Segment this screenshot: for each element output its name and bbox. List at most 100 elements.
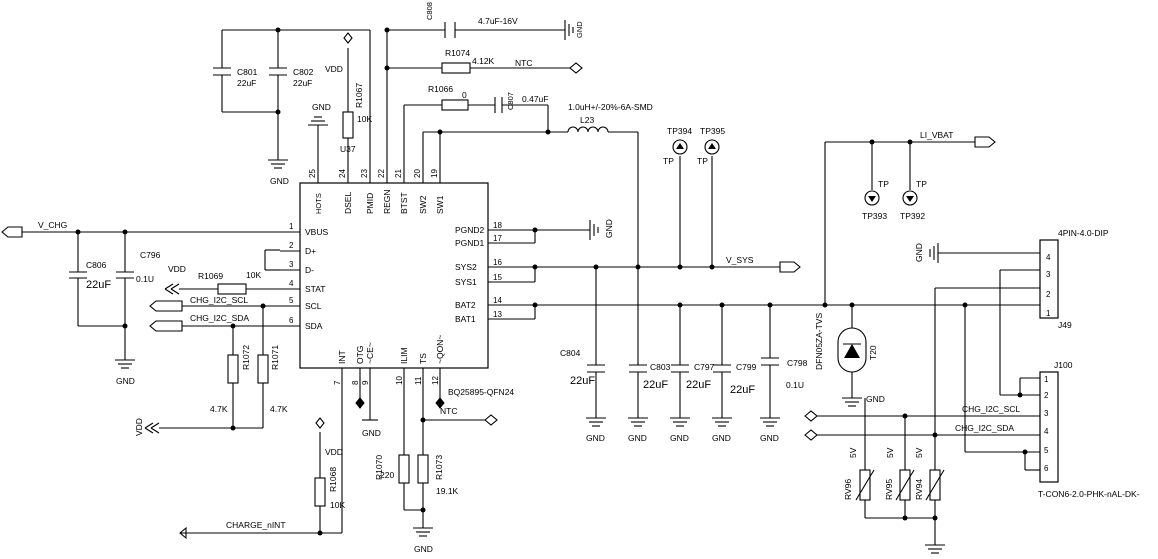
connector-j100: J100 T-CON6-2.0-PHK-nAL-DK- 1 2 3 4 5 6 … (804, 305, 1140, 554)
j49-pin-1: 1 (1046, 309, 1051, 318)
ic-pins: 1VBUS2D+3D-4STAT5SCL6SDA18PGND217PGND116… (280, 160, 510, 385)
ic-right-pin-name: PGND1 (455, 238, 485, 248)
c801-ref: C801 (237, 67, 258, 77)
chg-sda-label-left: CHG_I2C_SDA (190, 313, 249, 323)
left-network: V_CHG C806 22uF C796 0.1U GND VDD R1069 (1, 220, 288, 436)
ic-bottom-pin-number: 10 (395, 376, 404, 385)
r1066-value: 0 (462, 90, 467, 100)
ic-top-pin-number: 20 (413, 169, 422, 178)
ic-top-pin-number: 23 (360, 169, 369, 178)
ic-top-pin-name: HOTS (314, 193, 323, 214)
ic-left-pin-number: 3 (289, 260, 294, 269)
r1070-ref: R1070 (374, 455, 384, 480)
ic-top-pin-name: BTST (399, 192, 409, 214)
ic-bottom-pin-name: ILIM (399, 347, 409, 364)
j49-type: 4PIN-4.0-DIP (1058, 228, 1109, 238)
j100-type: T-CON6-2.0-PHK-nAL-DK- (1038, 489, 1140, 499)
ic-bottom-pin-name: ~CE~ (365, 342, 375, 364)
gnd-label-c808: GND (575, 21, 584, 38)
gnd-label-cap: GND (670, 433, 689, 443)
ic-bottom-pin-number: 11 (414, 376, 423, 385)
top-network: C808 4.7uF-16V GND R1074 4.12K NTC R1066… (384, 2, 653, 365)
c807-ref: C807 (506, 92, 515, 110)
ntc-label-top: NTC (515, 58, 532, 68)
gnd-label-tvs: GND (866, 394, 885, 404)
j100-pin-4: 4 (1044, 427, 1049, 436)
connector-j49: 4PIN-4.0-DIP J49 4 3 2 1 GND (914, 228, 1109, 435)
ic-top-pin-name: SW1 (435, 195, 445, 214)
ic-bottom-pin-number: 7 (333, 380, 342, 385)
vdd-label-r1067: VDD (325, 64, 343, 74)
c804-value: 22uF (570, 375, 595, 387)
ic-bottom-pin-name: ~QON~ (435, 335, 445, 364)
rv94-value: 5V (914, 447, 924, 458)
ic-right-pin-name: PGND2 (455, 225, 485, 235)
ic-body (299, 182, 489, 369)
pmid-caps: GND C801 22uF C802 22uF VDD R1067 10K GN… (213, 27, 372, 186)
ic-u37: U37 BQ25895-QFN24 (299, 144, 514, 397)
ic-right-pin-number: 14 (493, 296, 502, 305)
r1073-value: 19.1K (436, 486, 459, 496)
tp392-ref: TP392 (900, 211, 925, 221)
r1071-ref: R1071 (270, 345, 280, 370)
ic-top-pin-number: 22 (377, 169, 386, 178)
r1067-value: 10K (357, 114, 372, 124)
rv96-value: 5V (848, 447, 858, 458)
ic-bottom-pin-number: 9 (361, 380, 370, 385)
r1068-ref: R1068 (328, 467, 338, 492)
rv95-value: 5V (885, 447, 895, 458)
c798-value: 0.1U (786, 380, 804, 390)
r1069-value: 10K (246, 270, 261, 280)
ic-bottom-pin-number: 8 (351, 380, 360, 385)
ic-right-pin-name: SYS2 (455, 262, 477, 272)
tp394-label: TP (663, 156, 674, 166)
c797-value: 22uF (686, 379, 711, 391)
rv96-ref: RV96 (843, 479, 853, 500)
tp395-label: TP (697, 156, 708, 166)
ic-right-pin-number: 13 (493, 310, 502, 319)
r1067-ref: R1067 (354, 83, 364, 108)
c797-ref: C797 (694, 362, 715, 372)
rv94-ref: RV94 (914, 479, 924, 500)
ic-left-pin-number: 1 (289, 222, 294, 231)
ic-bottom-pin-name: OTG (355, 346, 365, 364)
c799-ref: C799 (736, 362, 757, 372)
chg-scl-label-right: CHG_I2C_SCL (962, 404, 1020, 414)
ic-top-pin-number: 24 (338, 169, 347, 178)
vdd-label-stat: VDD (168, 264, 186, 274)
r1073-ref: R1073 (434, 455, 444, 480)
gnd-label-cap: GND (760, 433, 779, 443)
ic-right-pin-name: BAT2 (455, 300, 476, 310)
c802-ref: C802 (293, 67, 314, 77)
ic-left-pin-name: SCL (305, 301, 322, 311)
c806-ref: C806 (86, 260, 107, 270)
ic-top-pin-number: 25 (308, 169, 317, 178)
ic-bottom-pin-name: INT (337, 350, 347, 364)
ic-left-pin-name: D- (305, 265, 314, 275)
ic-top-pin-name: SW2 (418, 195, 428, 214)
c798-ref: C798 (787, 358, 808, 368)
r1066-ref: R1066 (428, 84, 453, 94)
ic-right-pin-name: BAT1 (455, 314, 476, 324)
gnd-label-cap: GND (628, 433, 647, 443)
gnd-label-cap: GND (712, 433, 731, 443)
j100-pin-6: 6 (1044, 464, 1049, 473)
c804-ref: C804 (560, 348, 581, 358)
r1069-ref: R1069 (198, 271, 223, 281)
tp393-ref: TP393 (862, 211, 887, 221)
ic-top-pin-name: REGN (382, 189, 392, 214)
ic-right-pin-number: 16 (493, 258, 502, 267)
l23-value: 1.0uH+/-20%-6A-SMD (568, 102, 653, 112)
gnd-label-j49: GND (914, 243, 924, 262)
ic-left-pin-number: 6 (289, 316, 294, 325)
ic-left-pin-number: 2 (289, 241, 294, 250)
t20-ref: T20 (868, 345, 878, 360)
r1074-ref: R1074 (445, 48, 470, 58)
gnd-label-c796: GND (116, 376, 135, 386)
ic-left-pin-number: 4 (289, 279, 294, 288)
c808-ref: C808 (425, 2, 434, 20)
c807-value: 0.47uF (522, 94, 548, 104)
ic-right-pin-number: 18 (493, 221, 502, 230)
ic-bottom-pin-number: 12 (431, 376, 440, 385)
ic-top-pin-number: 21 (394, 169, 403, 178)
